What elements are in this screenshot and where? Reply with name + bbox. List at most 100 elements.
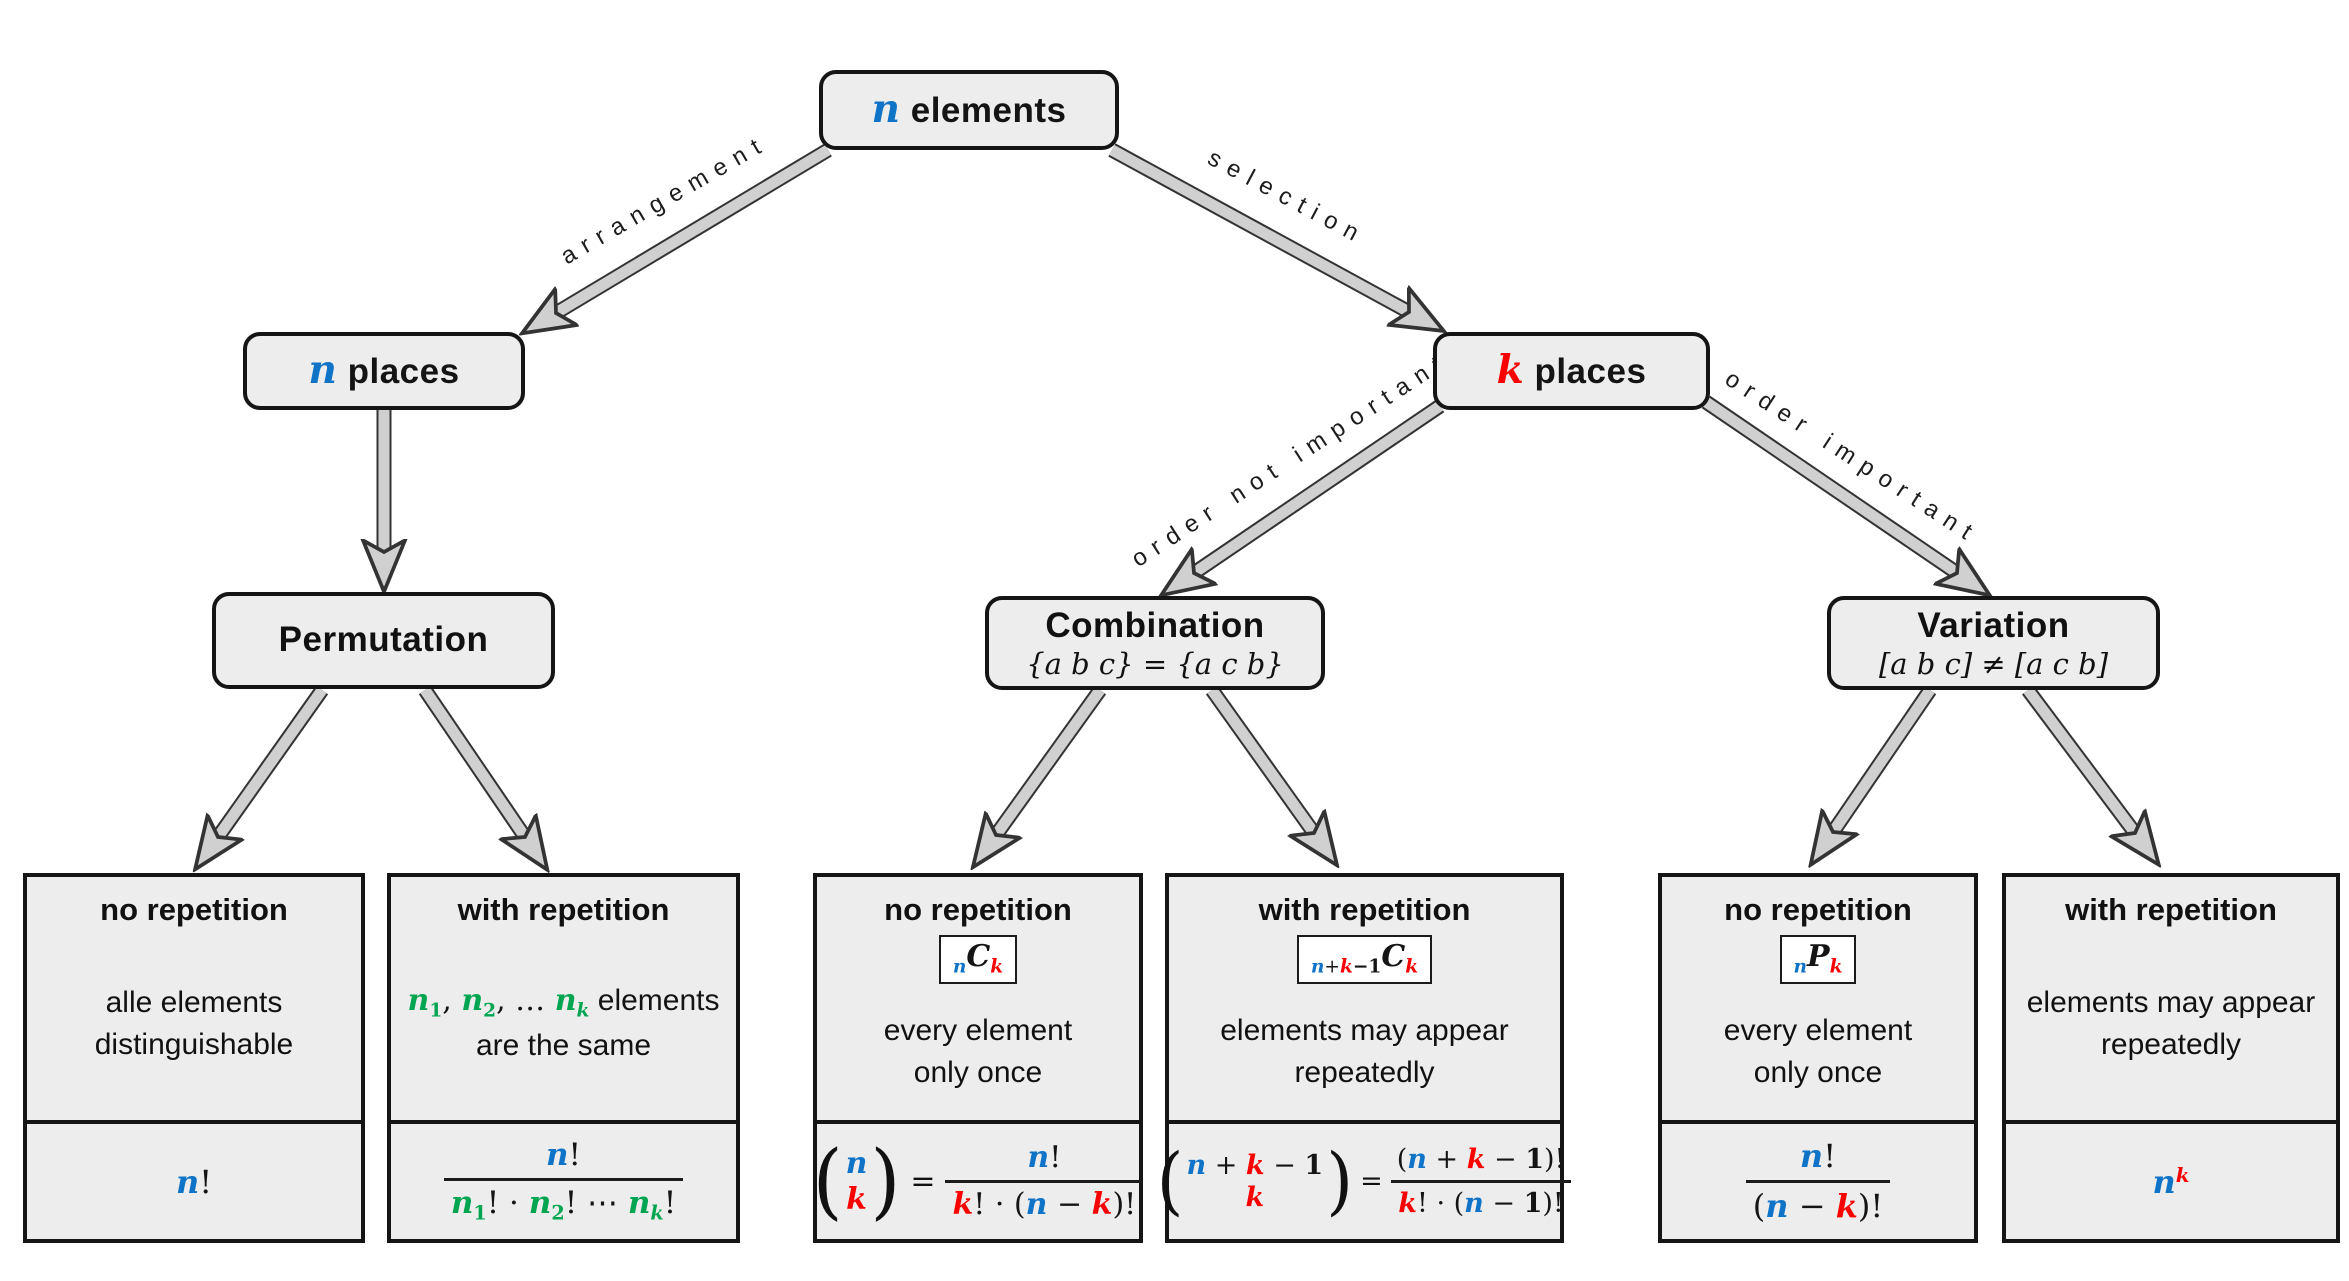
math-token: C xyxy=(1381,939,1406,975)
arrow-permutation-to-with-rep xyxy=(418,685,525,837)
leaf-formula: n! xyxy=(27,1120,361,1239)
math-token: k xyxy=(1245,1149,1265,1181)
arrow-k-places-to-variation xyxy=(1701,395,1957,573)
math-token: ! · xyxy=(486,1185,529,1222)
math-token: n xyxy=(528,1185,552,1222)
leaf-formula: n! n1! · n2! ⋯ nk! xyxy=(391,1120,736,1239)
node-n-places-title: n places xyxy=(308,349,459,392)
math-token: n xyxy=(871,86,901,133)
leaf-permutation-no-repetition: no repetition alle elements distinguisha… xyxy=(23,873,365,1243)
math-token: k xyxy=(1405,956,1419,978)
math-token: k xyxy=(1835,1187,1858,1225)
math-token: places xyxy=(337,352,460,392)
node-combination-subtitle: {a b c} = {a c b} xyxy=(1026,646,1284,681)
math-token: n xyxy=(407,983,430,1019)
node-n-elements: n elements xyxy=(819,70,1119,150)
arrow-permutation-to-no-rep xyxy=(218,685,329,837)
math-token: n xyxy=(627,1185,651,1222)
math-token: n xyxy=(845,1146,868,1182)
math-token: n xyxy=(1765,1187,1789,1225)
math-token: k xyxy=(576,1000,590,1022)
math-token: ! xyxy=(199,1162,213,1201)
arrow-k-places-to-combination xyxy=(1194,399,1445,573)
math-token: n xyxy=(1407,1143,1427,1175)
leaf-variation-no-repetition: no repetition nPk every element only onc… xyxy=(1658,873,1978,1243)
node-k-places: k places xyxy=(1433,332,1710,410)
arrow-root-to-k-places xyxy=(1108,143,1409,312)
math-token: )! xyxy=(1112,1187,1137,1222)
leaf-description: elements may appear repeatedly xyxy=(1220,1013,1509,1089)
math-token: )! xyxy=(1542,1188,1564,1219)
math-token: 1 xyxy=(1525,1143,1544,1175)
leaf-description: elements may appear repeatedly xyxy=(2026,985,2316,1061)
leaf-heading: no repetition xyxy=(1724,892,1912,927)
leaf-formula: n! (n − k)! xyxy=(1662,1120,1974,1239)
math-token: k xyxy=(1339,956,1353,978)
arrow-variation-to-no-rep xyxy=(1833,685,1937,832)
math-token: elements xyxy=(900,91,1067,131)
math-token: k xyxy=(1829,956,1843,978)
leaf-formula: ( n k ) = n! k! · (n − k)! xyxy=(813,1120,1144,1239)
math-token: − xyxy=(1264,1149,1305,1181)
leaf-heading: with repetition xyxy=(2065,892,2277,927)
leaf-heading: no repetition xyxy=(884,892,1072,927)
math-token: k xyxy=(952,1187,974,1222)
math-token: ! xyxy=(663,1185,677,1222)
math-token: 1 xyxy=(1304,1149,1324,1181)
leaf-permutation-with-repetition: with repetition n1, n2, … nk elements ar… xyxy=(387,873,740,1243)
node-variation-title: Variation xyxy=(1917,606,2070,646)
math-token: )! xyxy=(1857,1187,1884,1225)
math-token: n xyxy=(175,1162,200,1201)
nCk-badge: nCk xyxy=(938,935,1018,984)
math-token: − xyxy=(1047,1187,1092,1222)
math-token: k xyxy=(1398,1188,1418,1219)
math-token: ! xyxy=(1823,1137,1837,1176)
math-token: ( xyxy=(1752,1187,1766,1225)
math-token: 2 xyxy=(483,1000,497,1022)
math-token: + xyxy=(1324,956,1340,978)
left-paren: ( xyxy=(1156,1137,1184,1224)
math-token: k xyxy=(1496,347,1525,394)
nPk-badge: nPk xyxy=(1779,935,1857,984)
math-token: − xyxy=(1483,1188,1524,1219)
math-token: n xyxy=(461,983,484,1019)
leaf-formula: ( n + k − 1 k ) = (n + k − 1)! k! · (n −… xyxy=(1157,1120,1571,1239)
node-variation-subtitle: [a b c] ≠ [a c b] xyxy=(1878,646,2109,681)
math-token: −1 xyxy=(1352,956,1382,978)
math-token: n xyxy=(1025,1187,1048,1222)
arrow-variation-to-with-rep xyxy=(2021,685,2135,833)
math-token: 2 xyxy=(551,1202,565,1226)
right-paren: ) xyxy=(1326,1137,1354,1224)
math-token: )! xyxy=(1544,1143,1566,1175)
math-token: n xyxy=(1186,1149,1207,1181)
math-token: ( xyxy=(1396,1143,1408,1175)
math-token: places xyxy=(1524,352,1647,392)
math-token: n xyxy=(1799,1137,1824,1176)
math-token: k xyxy=(1091,1187,1113,1222)
math-token: ! ⋯ xyxy=(564,1185,628,1222)
node-n-places: n places xyxy=(243,332,525,410)
leaf-heading: no repetition xyxy=(100,892,288,927)
node-combination: Combination {a b c} = {a c b} xyxy=(985,596,1325,690)
math-token: n xyxy=(1310,956,1325,978)
math-token: + xyxy=(1426,1143,1467,1175)
math-token: n xyxy=(1464,1188,1484,1219)
left-paren: ( xyxy=(812,1133,843,1230)
math-token: 1 xyxy=(429,1000,443,1022)
math-token: − xyxy=(1788,1187,1836,1225)
node-permutation-title: Permutation xyxy=(278,620,489,660)
math-token: n xyxy=(545,1136,569,1173)
node-k-places-title: k places xyxy=(1497,349,1647,392)
math-token: , … xyxy=(496,983,555,1019)
arrow-combination-to-no-rep xyxy=(996,685,1107,835)
math-token: k xyxy=(1466,1143,1486,1175)
leaf-formula: nk xyxy=(2006,1120,2336,1239)
leaf-variation-with-repetition: with repetition elements may appear repe… xyxy=(2002,873,2340,1243)
math-token: P xyxy=(1807,939,1830,975)
math-token: ! · ( xyxy=(973,1187,1026,1222)
math-token: ! xyxy=(568,1136,581,1173)
n-plus-k-minus-1-Ck-badge: n+k−1Ck xyxy=(1296,935,1433,984)
math-token: n xyxy=(450,1185,474,1222)
leaf-description: every element only once xyxy=(883,1013,1073,1089)
